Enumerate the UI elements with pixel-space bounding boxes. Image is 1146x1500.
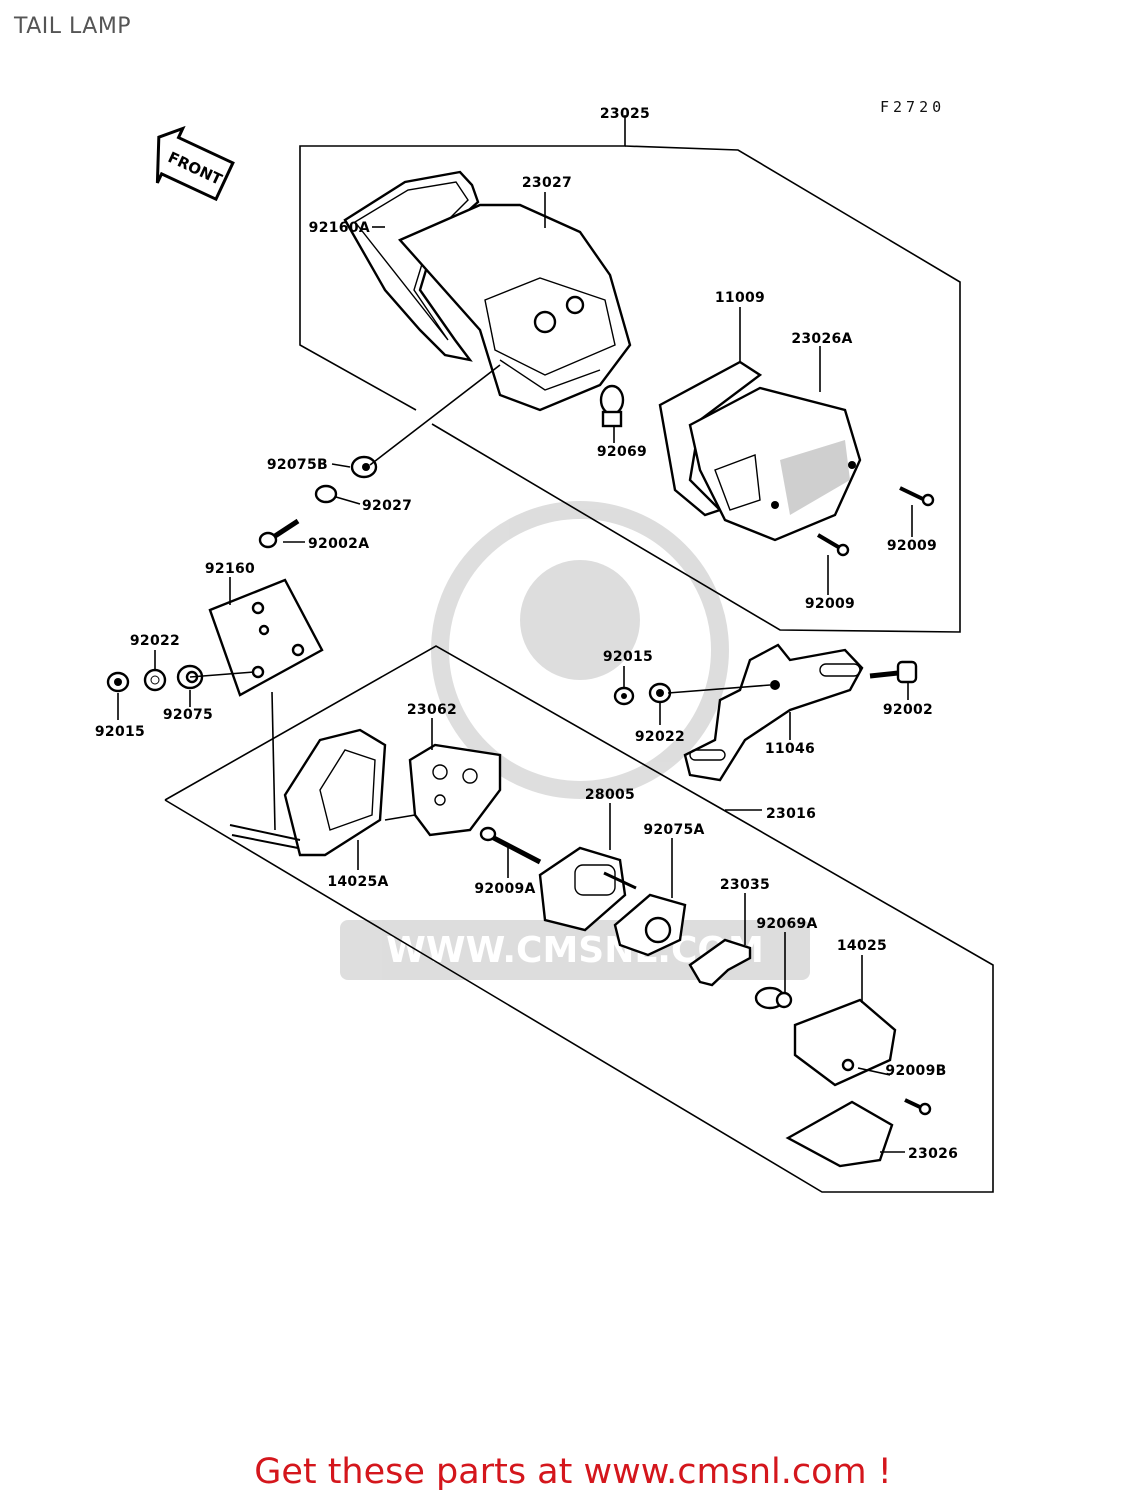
lamp-cover-part <box>793 998 897 1087</box>
part-label-92160A: 92160A <box>309 220 370 236</box>
part-label-23026: 23026 <box>908 1146 958 1162</box>
lower-lens-part <box>785 1100 894 1168</box>
small-bulb-part <box>754 986 793 1010</box>
bolt-part <box>258 518 300 549</box>
part-label-23062: 23062 <box>407 702 457 718</box>
nut-part-right <box>613 686 635 706</box>
part-labels: 23025 23027 92160A 11009 23026A 92069 92… <box>95 106 958 1162</box>
part-label-92022-left: 92022 <box>130 633 180 649</box>
lamp-gasket-part <box>408 743 502 837</box>
part-label-92002: 92002 <box>883 702 933 718</box>
front-arrow-icon: FRONT <box>155 125 235 202</box>
part-label-23016: 23016 <box>766 806 816 822</box>
license-lamp-housing-part <box>229 728 387 857</box>
part-label-92009B: 92009B <box>885 1063 946 1079</box>
part-label-14025A: 14025A <box>327 874 388 890</box>
part-label-92075A: 92075A <box>643 822 704 838</box>
part-label-11009: 11009 <box>715 290 765 306</box>
page-title: TAIL LAMP <box>14 14 132 39</box>
cover-screw-part <box>904 1098 932 1116</box>
part-label-92160: 92160 <box>205 561 255 577</box>
screw-part <box>816 486 935 557</box>
part-label-11046: 11046 <box>765 741 815 757</box>
mounting-bracket-part <box>683 643 864 782</box>
part-label-23035: 23035 <box>720 877 770 893</box>
part-label-92027: 92027 <box>362 498 412 514</box>
exploded-parts-diagram: WWW.CMSNL.COM FRONT <box>95 106 994 1193</box>
part-label-92075B: 92075B <box>267 457 328 473</box>
part-label-92009-right: 92009 <box>887 538 937 554</box>
grommet-part <box>350 455 378 479</box>
part-label-23025: 23025 <box>600 106 650 122</box>
collar-part <box>314 484 338 504</box>
part-label-92069A: 92069A <box>756 916 817 932</box>
part-label-23027: 23027 <box>522 175 572 191</box>
footer-link[interactable]: Get these parts at www.cmsnl.com ! <box>254 1452 892 1492</box>
nut-part-left <box>106 671 130 693</box>
part-label-92009A: 92009A <box>474 881 535 897</box>
bulb-socket-part <box>613 893 687 957</box>
figure-code: F2720 <box>880 98 946 116</box>
lens-seal-part <box>658 360 763 517</box>
lamp-base-part <box>538 846 637 932</box>
part-label-28005: 28005 <box>585 787 635 803</box>
assembly-frame-23025 <box>299 115 961 633</box>
leader-lines <box>117 192 913 1153</box>
tail-lens-part <box>688 386 862 542</box>
contact-part <box>688 938 752 987</box>
part-label-23026A: 23026A <box>791 331 852 347</box>
part-label-92009-bottom: 92009 <box>805 596 855 612</box>
part-label-92015-right: 92015 <box>603 649 653 665</box>
part-label-92002A: 92002A <box>308 536 369 552</box>
part-label-92022-right: 92022 <box>635 729 685 745</box>
part-label-92015-left: 92015 <box>95 724 145 740</box>
plate-bracket-part <box>208 578 324 697</box>
assembly-frame-23016 <box>164 645 994 1193</box>
part-label-14025: 14025 <box>837 938 887 954</box>
lamp-screw-part <box>479 826 542 865</box>
bolt-part-right <box>869 660 918 684</box>
lamp-housing-part <box>398 203 632 412</box>
part-label-92069: 92069 <box>597 444 647 460</box>
washer-part-right <box>648 682 672 704</box>
washer-part-left <box>143 668 167 692</box>
part-label-92075: 92075 <box>163 707 213 723</box>
bulb-part <box>599 384 625 428</box>
